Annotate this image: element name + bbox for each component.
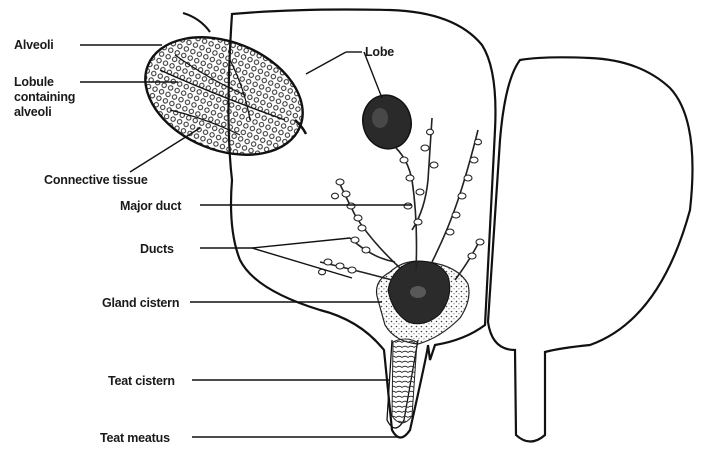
label-lobule-line2: containing [14,90,75,104]
right-quarter-outline [488,57,693,441]
label-lobule-line1: Lobule [14,75,54,89]
label-major-duct: Major duct [120,199,182,213]
label-connective-tissue: Connective tissue [44,173,148,187]
label-lobule-line3: alveoli [14,105,52,119]
label-gland-cistern: Gland cistern [102,296,179,310]
label-ducts: Ducts [140,242,174,256]
label-teat-meatus: Teat meatus [100,431,170,445]
label-lobe: Lobe [365,45,394,59]
label-teat-cistern: Teat cistern [108,374,175,388]
label-alveoli: Alveoli [14,38,54,52]
